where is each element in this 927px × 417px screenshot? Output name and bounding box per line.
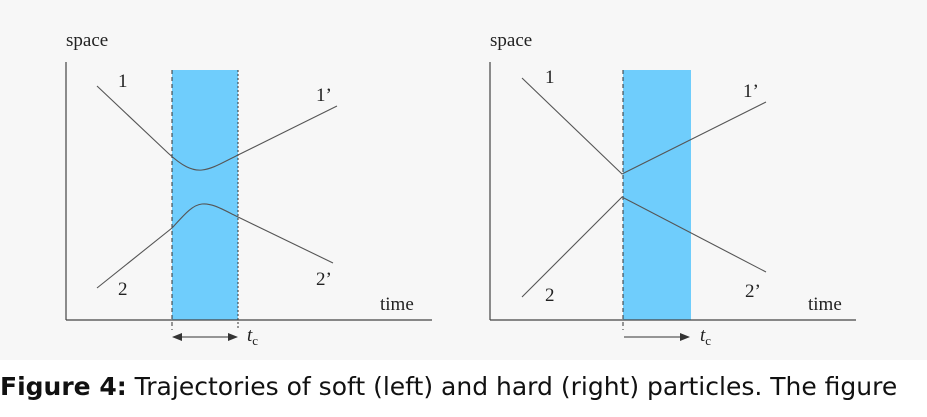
left-tc-label: tc — [247, 325, 258, 348]
right-tc-sub: c — [705, 333, 711, 348]
left-space-label: space — [66, 30, 108, 51]
right-tc-t: t — [700, 325, 706, 346]
right-label-1: 1 — [545, 67, 555, 88]
right-trajectory-2 — [521, 196, 767, 298]
left-label-2: 2 — [118, 279, 128, 300]
left-tc-t: t — [247, 325, 253, 346]
right-trajectory-1 — [521, 77, 767, 175]
caption-text: Trajectories of soft (left) and hard (ri… — [126, 372, 898, 401]
left-label-1-prime: 1’ — [316, 85, 332, 106]
left-label-1: 1 — [118, 71, 128, 92]
left-trajectory-2 — [96, 203, 334, 289]
right-label-2-prime: 2’ — [745, 281, 761, 302]
right-label-2: 2 — [545, 285, 555, 306]
right-label-1-prime: 1’ — [743, 81, 759, 102]
right-tc-label: tc — [700, 325, 711, 348]
left-time-label: time — [380, 294, 414, 315]
right-panel: space time 1 2 1’ 2’ tc — [489, 30, 856, 348]
left-label-2-prime: 2’ — [316, 269, 332, 290]
left-interaction-band — [172, 70, 238, 320]
left-panel: space time 1 2 1’ 2’ tc — [65, 30, 432, 348]
left-trajectory-1 — [96, 85, 338, 171]
right-space-label: space — [490, 30, 532, 51]
right-time-label: time — [808, 294, 842, 315]
caption-label: Figure 4: — [0, 372, 127, 401]
figure-area: space time 1 2 1’ 2’ tc space time 1 2 1… — [65, 30, 856, 348]
right-interaction-band — [623, 70, 691, 320]
left-tc-sub: c — [252, 333, 258, 348]
figure-caption: Figure 4: Trajectories of soft (left) an… — [0, 370, 927, 404]
figure: space time 1 2 1’ 2’ tc space time 1 2 1… — [65, 30, 856, 348]
